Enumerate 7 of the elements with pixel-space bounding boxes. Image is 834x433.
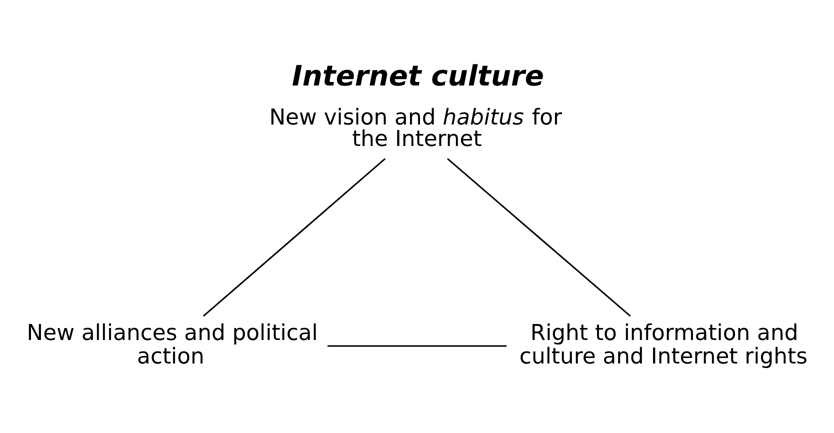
node-text: New vision and habitus for the Internet: [269, 104, 562, 152]
connector: [202, 158, 386, 316]
connector: [328, 344, 507, 346]
diagram-title: Internet culture: [292, 58, 544, 92]
node-text: New alliances and political action: [26, 320, 318, 370]
connector: [447, 158, 631, 316]
node-text: Right to information and culture and Internet rights: [519, 320, 808, 370]
